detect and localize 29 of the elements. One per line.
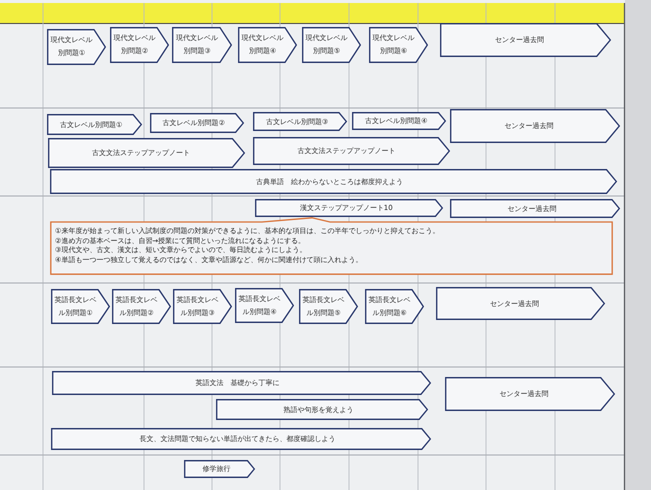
arrow-bar xyxy=(110,27,169,63)
arrow-bar xyxy=(235,288,294,323)
arrow-bar xyxy=(216,399,428,420)
arrow-bar xyxy=(173,289,232,324)
arrow-bar xyxy=(238,27,297,63)
arrow-bar xyxy=(172,27,232,63)
arrow-bar xyxy=(440,23,611,57)
arrow-bar xyxy=(51,289,110,324)
arrow-bar xyxy=(365,289,424,324)
arrow-bar xyxy=(302,27,361,63)
arrow-bar xyxy=(253,112,347,131)
arrow-bar xyxy=(150,113,244,133)
arrow-bar xyxy=(184,460,255,478)
arrow-bar xyxy=(369,27,428,63)
arrow-bar xyxy=(352,112,446,130)
arrow-bar xyxy=(450,109,620,143)
arrow-bar xyxy=(253,137,450,165)
arrow-bar xyxy=(112,289,171,324)
arrow-bar xyxy=(299,289,358,324)
arrow-bar xyxy=(47,29,106,65)
arrow-bar xyxy=(445,377,615,411)
arrow-bar xyxy=(47,114,142,135)
arrow-bar xyxy=(450,199,620,218)
arrow-bar xyxy=(436,287,605,320)
arrow-bar xyxy=(51,428,431,450)
arrow-bar xyxy=(255,199,443,217)
arrow-bar xyxy=(48,138,245,168)
arrow-bar xyxy=(52,371,431,395)
callout-box xyxy=(50,217,613,275)
